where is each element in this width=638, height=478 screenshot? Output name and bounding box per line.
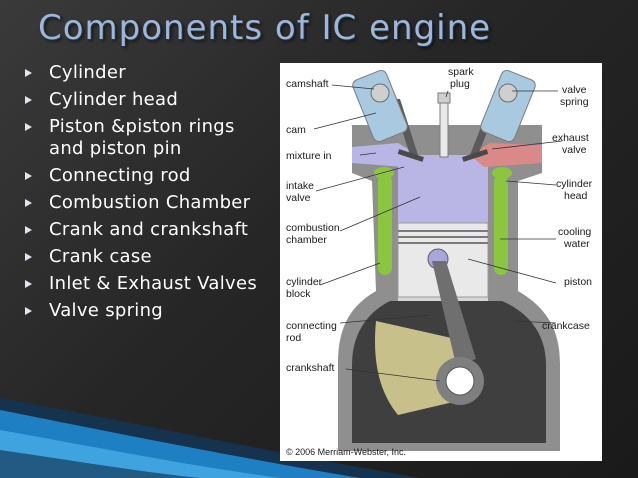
triangle-bullet-icon xyxy=(25,123,32,131)
cooling-water-head-left xyxy=(374,167,394,179)
triangle-bullet-icon xyxy=(25,226,32,234)
crankshaft-journal xyxy=(445,366,475,396)
cam-housing-right xyxy=(480,69,536,143)
bullet-text: Combustion Chamber xyxy=(49,192,251,213)
bullet-item: Valve spring xyxy=(22,300,262,322)
exhaust-valve-head xyxy=(462,149,489,162)
label-valve: valve xyxy=(562,84,587,96)
label-intake: intake xyxy=(286,180,314,192)
exhaust-port xyxy=(470,143,542,167)
bullet-item: Cylinder head xyxy=(22,89,262,111)
slide-title: Components of IC engine xyxy=(38,8,492,48)
label-crankcase: crankcase xyxy=(542,320,590,332)
spark-plug-cap xyxy=(437,92,451,104)
label-piston: piston xyxy=(564,276,592,288)
label-camshaft: camshaft xyxy=(286,78,329,90)
triangle-bullet-icon xyxy=(25,199,32,207)
bullet-text: Inlet & Exhaust Valves xyxy=(49,273,258,294)
label-cylinder: cylinder xyxy=(556,178,593,190)
bullet-item: Combustion Chamber xyxy=(22,192,262,214)
label-combustion: combustion xyxy=(286,222,340,234)
cooling-water-head-right xyxy=(492,167,512,179)
triangle-bullet-icon xyxy=(25,253,32,261)
label-plug: plug xyxy=(450,78,470,90)
copyright-notice: © 2006 Merriam-Webster, Inc. xyxy=(286,447,406,457)
triangle-bullet-icon xyxy=(25,280,32,288)
bullet-text: Crank and crankshaft xyxy=(49,219,249,240)
label-cooling: cooling xyxy=(558,226,591,238)
bullet-text: Valve spring xyxy=(49,300,164,321)
cooling-water-left xyxy=(378,175,392,275)
triangle-bullet-icon xyxy=(25,69,32,77)
intake-valve-head xyxy=(397,149,424,162)
engine-diagram: camshaft spark plug valve spring cam exh… xyxy=(280,63,602,461)
engine-diagram-svg: camshaft spark plug valve spring cam exh… xyxy=(286,66,593,457)
label-mixture-in: mixture in xyxy=(286,150,332,162)
label-spark: spark xyxy=(448,66,474,78)
bullet-list: Cylinder Cylinder head Piston &piston ri… xyxy=(22,62,262,327)
bullet-item: Crank case xyxy=(22,246,262,268)
triangle-bullet-icon xyxy=(25,96,32,104)
triangle-bullet-icon xyxy=(25,172,32,180)
label-cylinder-block: cylinder xyxy=(286,276,323,288)
connecting-rod xyxy=(432,261,476,365)
camshaft-left xyxy=(370,83,390,103)
label-connecting: connecting xyxy=(286,320,337,332)
triangle-bullet-icon xyxy=(25,307,32,315)
label-exhaust: exhaust xyxy=(552,132,589,144)
spark-plug xyxy=(439,100,449,158)
label-chamber: chamber xyxy=(286,234,327,246)
bullet-text: Cylinder xyxy=(49,62,126,83)
bullet-text: Connecting rod xyxy=(49,165,191,186)
bullet-item: Inlet & Exhaust Valves xyxy=(22,273,262,295)
label-water: water xyxy=(563,238,590,250)
camshaft-right xyxy=(498,83,518,103)
bullet-text: Cylinder head xyxy=(49,89,179,110)
cooling-water-right xyxy=(494,175,508,275)
label-rod: rod xyxy=(286,332,301,344)
label-spring: spring xyxy=(560,96,589,108)
bullet-item: Piston &piston rings and piston pin xyxy=(22,116,262,160)
label-crankshaft: crankshaft xyxy=(286,362,335,374)
label-block: block xyxy=(286,288,311,300)
label-intake-valve: valve xyxy=(286,192,311,204)
bullet-item: Crank and crankshaft xyxy=(22,219,262,241)
label-cam: cam xyxy=(286,124,306,136)
label-head: head xyxy=(564,190,588,202)
label-exhaust-valve: valve xyxy=(562,144,587,156)
decorative-swoosh xyxy=(0,398,420,478)
bullet-item: Cylinder xyxy=(22,62,262,84)
bullet-text: Piston &piston rings and piston pin xyxy=(49,116,235,159)
combustion-chamber xyxy=(398,155,488,223)
leader-lines xyxy=(313,84,563,382)
bullet-text: Crank case xyxy=(49,246,152,267)
intake-port xyxy=(352,143,418,167)
bullet-item: Connecting rod xyxy=(22,165,262,187)
